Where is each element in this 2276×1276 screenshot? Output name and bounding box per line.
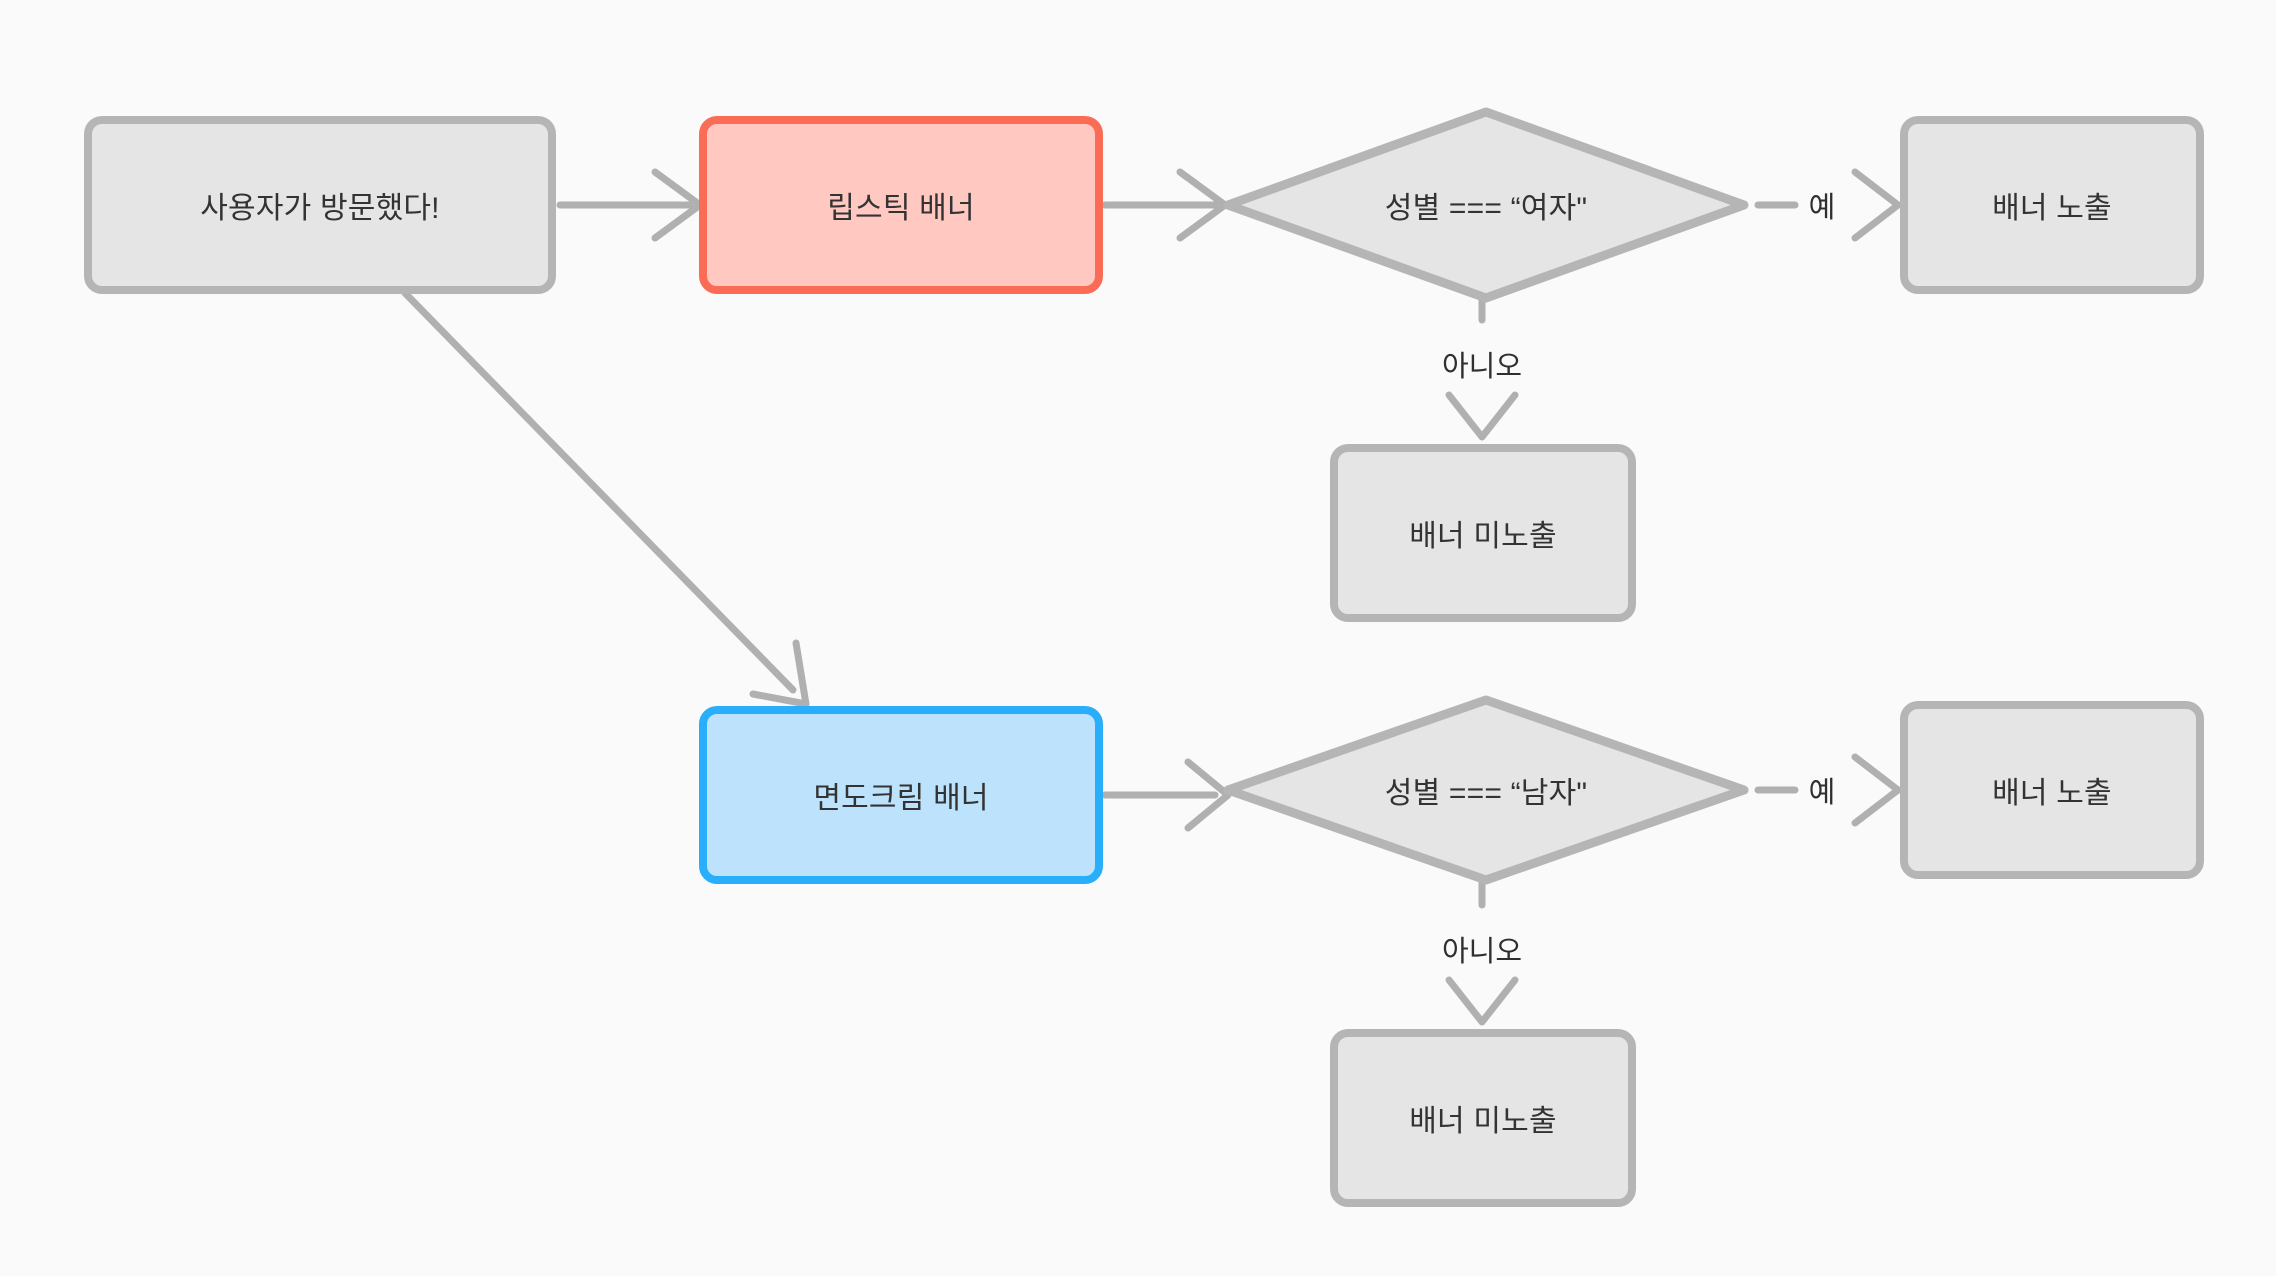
edge-male-no	[1445, 864, 1519, 1026]
node-shape-start[interactable]	[84, 116, 556, 294]
node-shape-hide-banner-female[interactable]	[1330, 444, 1636, 622]
edge-shaving-to-decision	[1101, 758, 1232, 832]
edge-lipstick-to-decision	[1101, 168, 1229, 242]
node-shape-lipstick-banner[interactable]	[699, 116, 1103, 294]
node-shape-hide-banner-male[interactable]	[1330, 1029, 1636, 1207]
edge-layer	[401, 168, 1902, 1026]
node-shape-decision-male[interactable]	[1223, 695, 1749, 885]
edge-male-yes	[1754, 753, 1902, 827]
edge-female-yes	[1754, 168, 1902, 242]
node-shape-shaving-cream-banner[interactable]	[699, 706, 1103, 884]
edge-female-no	[1445, 279, 1519, 441]
node-shape-show-banner-male[interactable]	[1900, 701, 2204, 879]
node-shape-decision-female[interactable]	[1223, 107, 1749, 303]
node-shape-show-banner-female[interactable]	[1900, 116, 2204, 294]
edge-start-to-shaving	[401, 289, 810, 708]
edge-start-to-lipstick	[556, 168, 704, 242]
